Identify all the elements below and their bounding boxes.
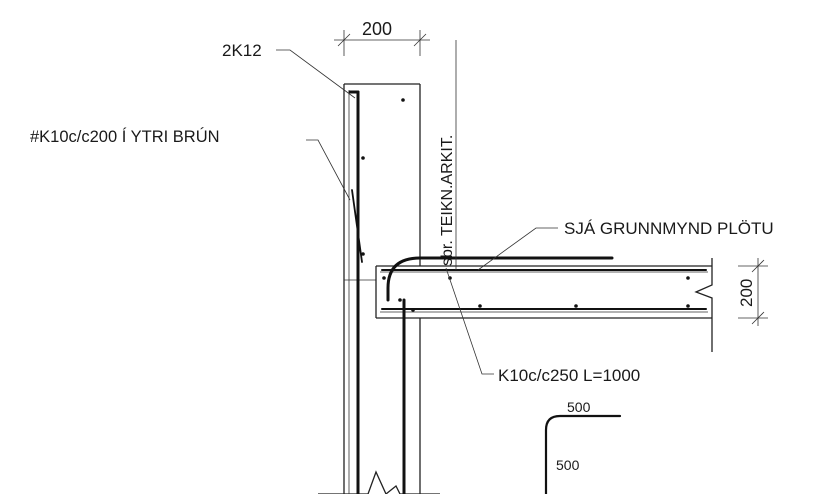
leader-lines	[276, 40, 558, 375]
dim-slab-label: 200	[737, 279, 756, 307]
label-slab-ref: SJÁ GRUNNMYND PLÖTU	[564, 219, 774, 238]
label-arch-ref: sbr. TEIKN.ARKIT.	[439, 135, 456, 266]
label-mesh-outer: #K10c/c200 Í YTRI BRÚN	[30, 127, 220, 146]
slab-outline	[375, 258, 713, 352]
wall-outline	[343, 83, 421, 494]
wall-break-line	[318, 470, 440, 494]
detail-length-h: 500	[567, 399, 591, 415]
detail-length-v: 500	[556, 457, 580, 473]
dimension-slab	[738, 258, 768, 326]
label-bent-bar: K10c/c250 L=1000	[498, 366, 640, 385]
label-2k12: 2K12	[222, 41, 262, 60]
bent-bar-shape	[544, 414, 622, 494]
dim-top-label: 200	[362, 19, 392, 39]
bar-section-dots	[361, 98, 690, 312]
dimension-top	[334, 30, 430, 56]
reinforcement-bars	[348, 90, 707, 494]
